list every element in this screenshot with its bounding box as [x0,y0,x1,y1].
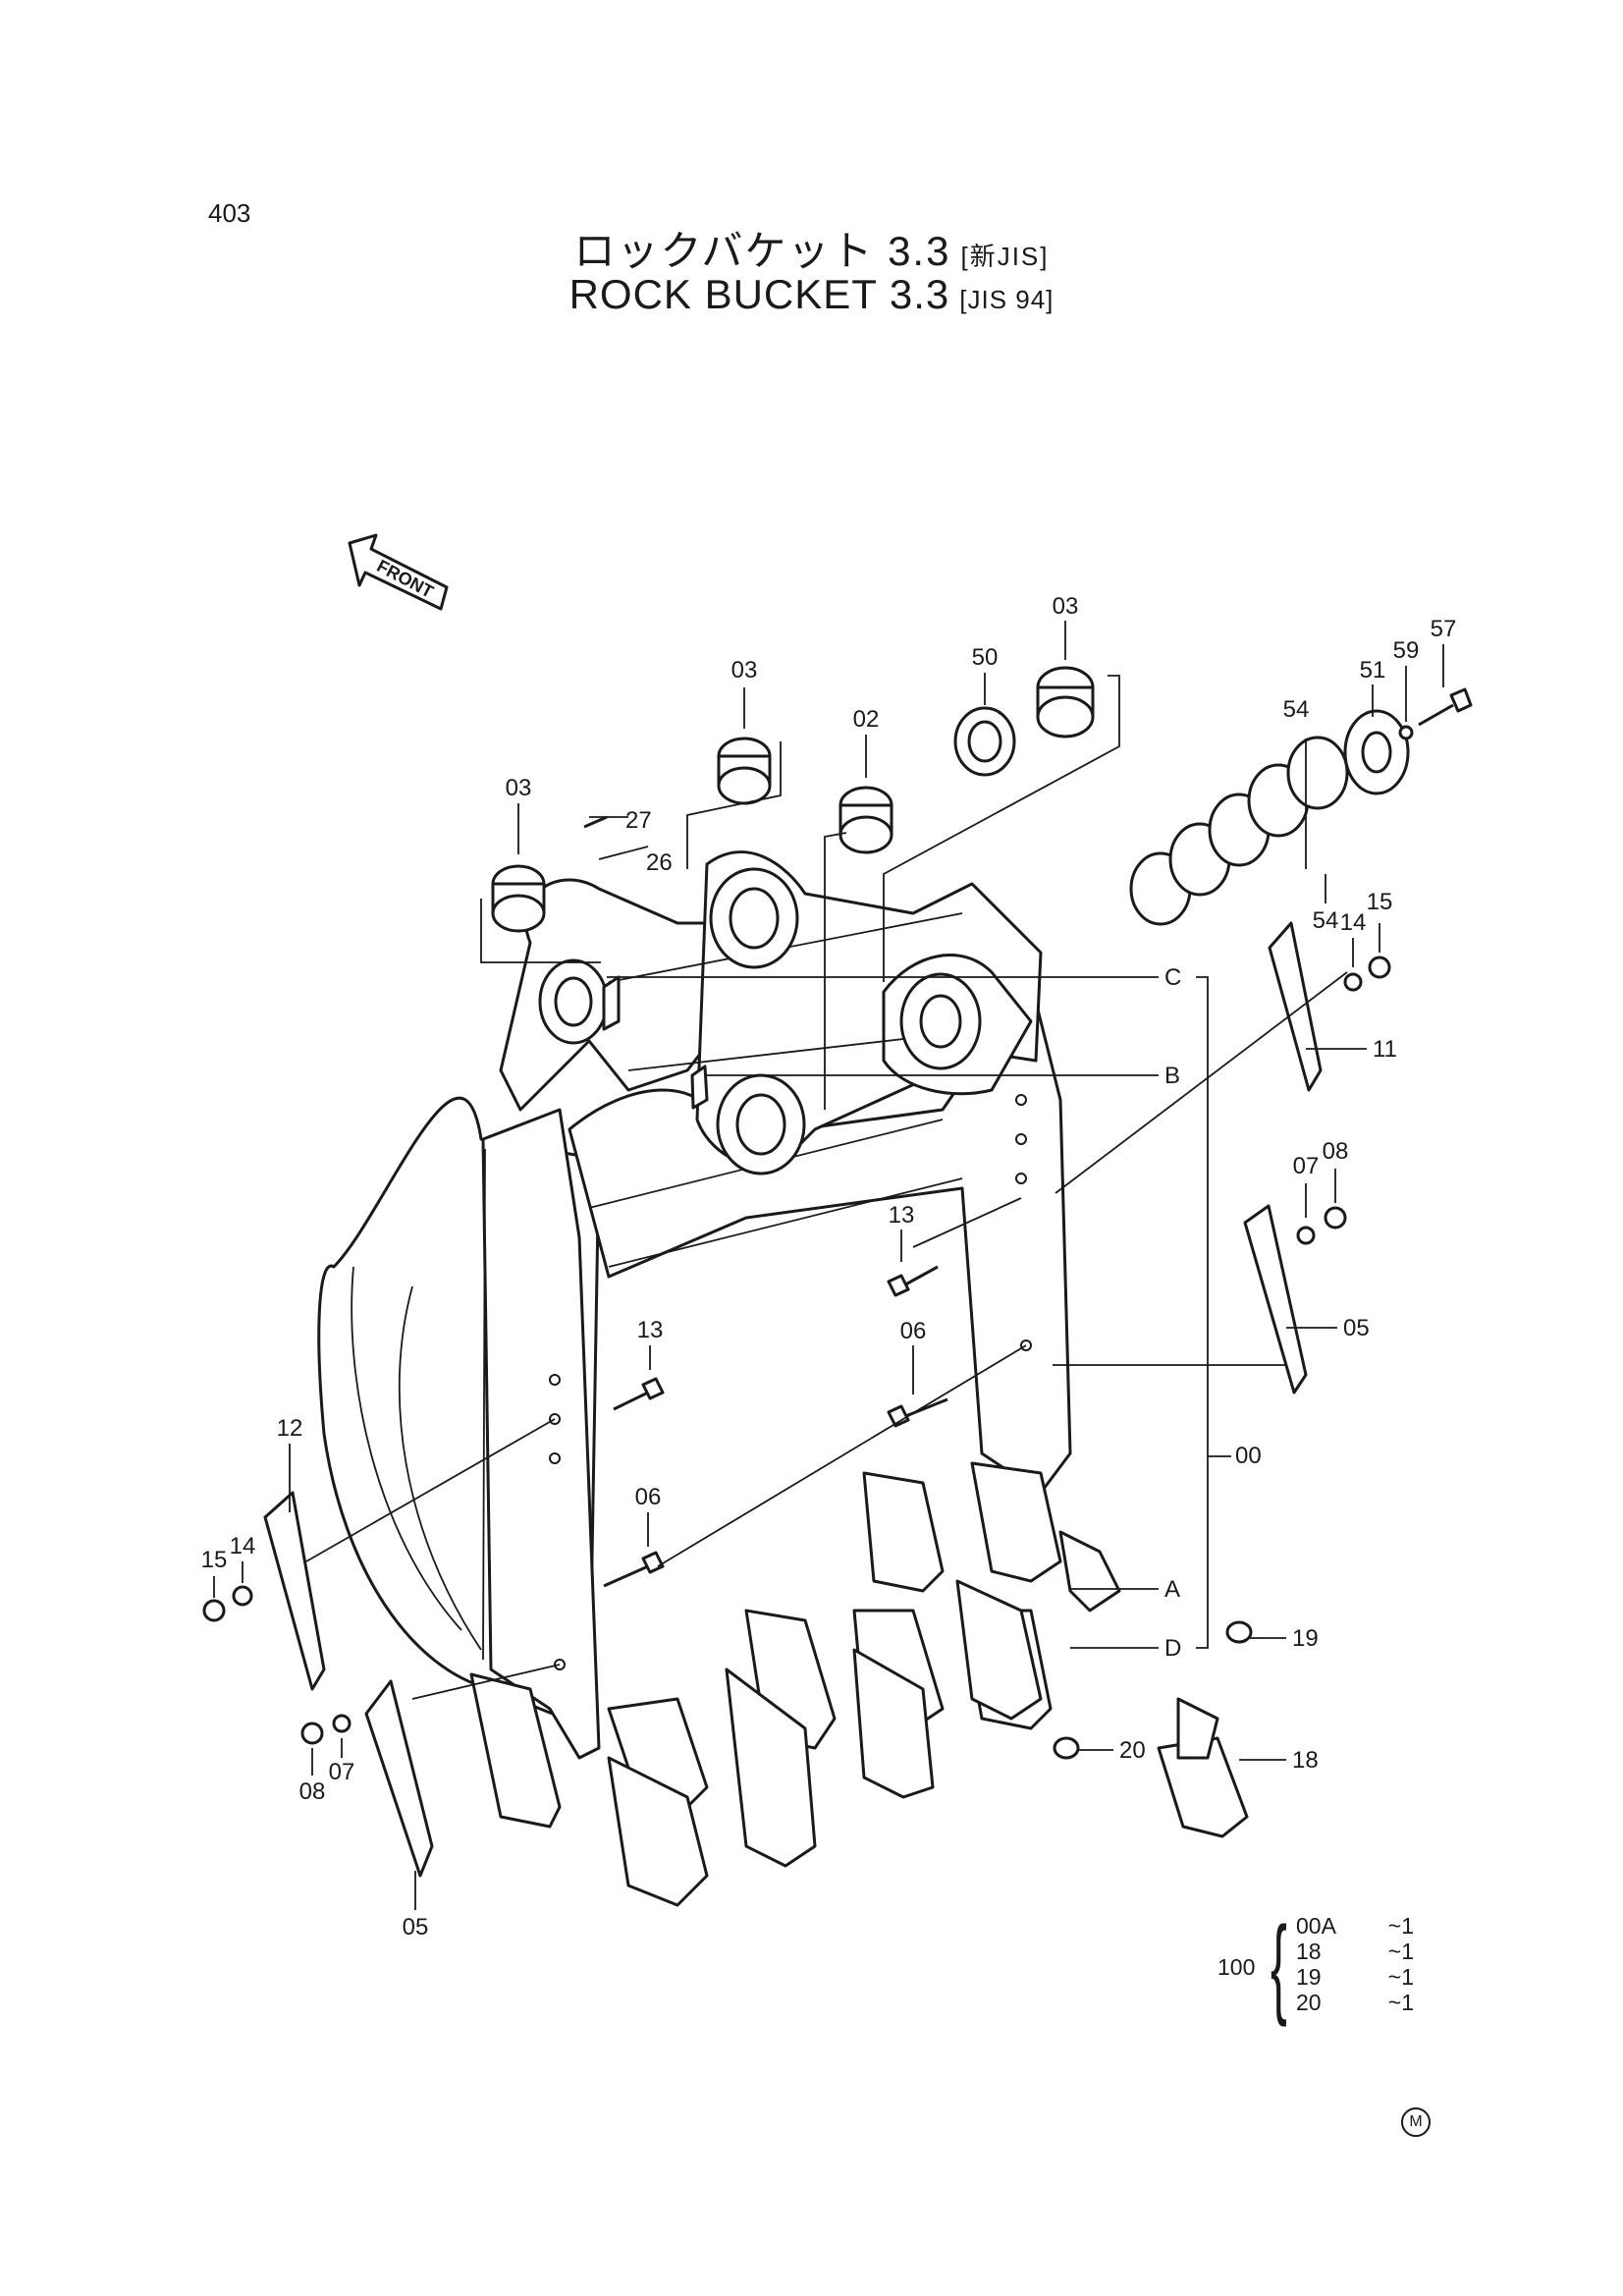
label-14-right: 14 [1340,909,1367,936]
kit-row: 00A ~1 [1296,1913,1414,1939]
label-20: 20 [1119,1737,1146,1764]
label-08-left: 08 [299,1778,326,1805]
label-06-left: 06 [635,1484,662,1510]
tooth-assembly [1053,1620,1253,1838]
label-11: 11 [1373,1036,1397,1063]
label-13-left: 13 [637,1317,664,1343]
label-50: 50 [972,644,999,671]
label-02: 02 [853,706,880,733]
kit-part: 20 [1296,1990,1322,2015]
circled-m-mark: M [1401,2107,1431,2137]
bucket-body [317,850,1072,1760]
kit-part: 18 [1296,1939,1322,1964]
bushings [491,666,1095,933]
kit-row: 18 ~1 [1296,1939,1414,1964]
brace-icon: { [1271,1904,1287,2027]
bushing-03-left [491,864,546,933]
label-57: 57 [1431,616,1457,642]
bushing-02 [839,786,893,854]
label-14-left: 14 [230,1533,256,1559]
kit-items: 00A ~1 18 ~1 19 ~1 20 ~1 [1296,1913,1414,2015]
callout-d: D [1164,1635,1181,1662]
label-15-right: 15 [1367,889,1393,915]
callout-a: A [1164,1576,1180,1603]
title-english: ROCK BUCKET 3.3 [JIS 94] [0,271,1623,318]
label-19: 19 [1292,1625,1319,1652]
label-15-left: 15 [201,1547,228,1573]
kit-qty: ~1 [1387,1939,1414,1964]
label-00: 00 [1235,1443,1262,1469]
kit-qty: ~1 [1387,1913,1414,1939]
boss-holes [538,867,982,1175]
label-03-left: 03 [506,775,532,801]
title-english-standard: [JIS 94] [959,285,1055,314]
label-27: 27 [625,807,652,834]
bushing-03-right [1036,666,1095,738]
kit-row: 20 ~1 [1296,1990,1414,2015]
title-english-text: ROCK BUCKET 3.3 [568,271,950,317]
part-labels: 03 03 02 50 03 27 26 54 54 51 59 57 14 1… [201,593,1457,1941]
label-07-left: 07 [329,1759,355,1785]
shims [1129,736,1349,926]
bucket-teeth [469,1461,1121,1907]
label-26: 26 [646,849,673,876]
title-japanese-standard: [新JIS] [960,242,1050,271]
side-holes [549,1094,1032,1670]
label-18: 18 [1292,1747,1319,1774]
label-54-bottom: 54 [1313,907,1339,934]
callout-letters: C B A D [1164,964,1181,1662]
label-08-right: 08 [1323,1138,1349,1165]
plate-51 [1343,687,1473,795]
callout-b: B [1164,1063,1180,1089]
kit-qty: ~1 [1387,1990,1414,2015]
label-06-right: 06 [900,1318,927,1344]
bushing-03-mid [717,737,772,805]
front-arrow-icon: FRONT [348,533,449,611]
label-07-right: 07 [1293,1153,1320,1179]
seal-50 [953,706,1016,777]
callout-c: C [1164,964,1181,991]
label-51: 51 [1360,657,1386,683]
bolts [603,1265,948,1588]
label-05-right: 05 [1343,1315,1370,1341]
title-japanese: ロックバケット 3.3 [新JIS] [0,218,1623,278]
label-54-top: 54 [1283,696,1310,723]
label-03-right: 03 [1053,593,1079,620]
label-59: 59 [1393,637,1420,664]
title-japanese-text: ロックバケット 3.3 [573,228,951,274]
kit-row: 19 ~1 [1296,1964,1414,1990]
c-clips [583,815,709,1110]
leader-lines [213,621,1444,1910]
page-number: 403 [208,198,251,228]
kit-part: 19 [1296,1964,1322,1990]
label-13-right: 13 [889,1202,915,1229]
kit-part: 00A [1296,1913,1336,1939]
kit-qty: ~1 [1387,1964,1414,1990]
label-03-mid: 03 [731,657,758,683]
label-12: 12 [277,1415,303,1442]
label-05-left: 05 [403,1914,429,1941]
kit-number: 100 [1217,1954,1256,1980]
